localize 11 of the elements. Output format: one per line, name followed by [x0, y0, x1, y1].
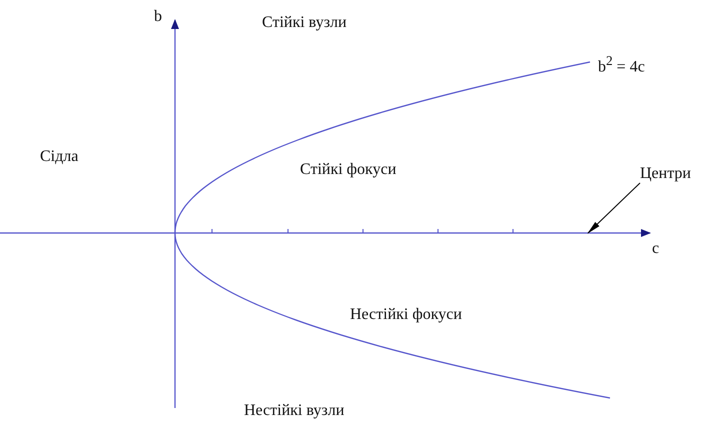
leader-line — [587, 182, 640, 234]
region-label: Сідла — [40, 148, 78, 166]
axis-label: b — [154, 8, 162, 26]
callout-label: Центри — [640, 165, 691, 183]
region-label: Стійкі фокуси — [300, 161, 396, 179]
region-label: Нестійкі вузли — [244, 402, 344, 420]
axis-label: c — [652, 240, 660, 258]
region-label: Стійкі вузли — [262, 14, 347, 32]
region-label: Нестійкі фокуси — [350, 306, 462, 324]
c-axis — [0, 229, 651, 237]
curve-equation: b$^{2}$ = 4c — [598, 52, 645, 76]
